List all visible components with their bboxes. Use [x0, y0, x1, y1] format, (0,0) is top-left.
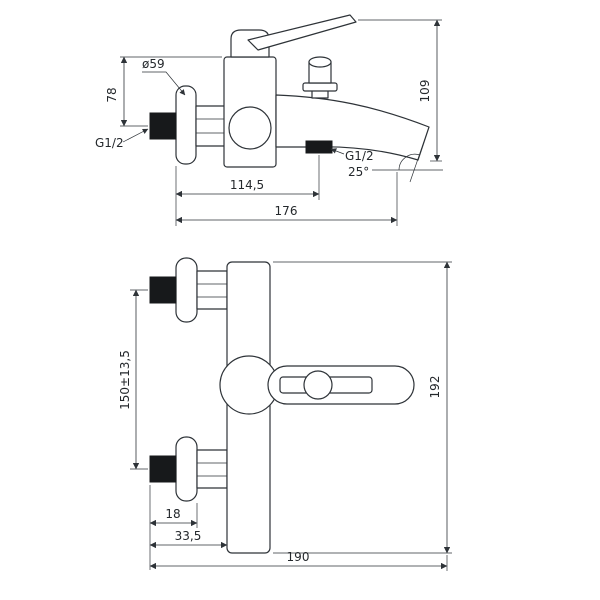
- dim-label-190: 190: [287, 550, 310, 564]
- dim-label-192: 192: [428, 376, 442, 399]
- aerator: [305, 140, 333, 154]
- dim-label-g12-spout: G1/2: [345, 149, 374, 163]
- dim-spout-angle: 25°: [348, 126, 443, 183]
- dim-total-width: 190: [149, 550, 448, 571]
- wall-flange-bottom: [175, 436, 198, 502]
- label-spout-thread: G1/2: [330, 148, 374, 163]
- dim-label-109: 109: [418, 80, 432, 103]
- front-view: 150±13,5 192 18 33,5 190: [118, 257, 452, 571]
- hex-nut-top: [196, 270, 228, 310]
- dim-label-25deg: 25°: [348, 165, 369, 179]
- inlet-thread-nipple-bottom: [149, 455, 177, 483]
- label-flange-diameter: ø59: [142, 57, 186, 96]
- dim-total-depth: 176: [175, 172, 398, 226]
- inlet-thread-nipple-top: [149, 276, 177, 304]
- inlet-thread-nipple: [149, 112, 177, 140]
- leader-line: [330, 148, 345, 155]
- lever-pivot-circle: [303, 370, 333, 400]
- wall-flange-side: [175, 85, 197, 165]
- leader-line: [122, 128, 149, 143]
- dim-nipple-length: 18: [149, 503, 198, 528]
- lever-handle-side: [247, 14, 357, 51]
- diverter-knob-top: [308, 56, 332, 68]
- dim-label-18: 18: [165, 507, 180, 521]
- side-view: 78 ø59 G1/2 109 25° G1/2: [95, 14, 443, 226]
- dim-label-d59: ø59: [142, 57, 165, 71]
- diverter-base: [302, 82, 338, 92]
- dim-total-height: 109: [358, 19, 442, 162]
- dim-label-176: 176: [275, 204, 298, 218]
- leader-line: [142, 71, 186, 96]
- dim-inlet-spacing: 150±13,5: [118, 289, 148, 470]
- dim-label-g12-inlet: G1/2: [95, 136, 124, 150]
- body-circle-side: [228, 106, 272, 150]
- dim-spout-depth: 114,5: [175, 155, 320, 226]
- hex-nut-bottom: [196, 449, 228, 489]
- label-inlet-thread: G1/2: [95, 128, 149, 150]
- angle-arc: [398, 153, 421, 171]
- dim-label-33-5: 33,5: [175, 529, 202, 543]
- wall-flange-top: [175, 257, 198, 323]
- dim-total-height-front: 192: [273, 261, 452, 554]
- dim-wall-offset: 33,5: [149, 529, 228, 549]
- hex-nut-side: [195, 105, 226, 147]
- dim-label-150: 150±13,5: [118, 350, 132, 410]
- dim-label-78: 78: [105, 87, 119, 102]
- dim-inlet-height: 78: [105, 56, 222, 127]
- dim-label-114-5: 114,5: [230, 178, 264, 192]
